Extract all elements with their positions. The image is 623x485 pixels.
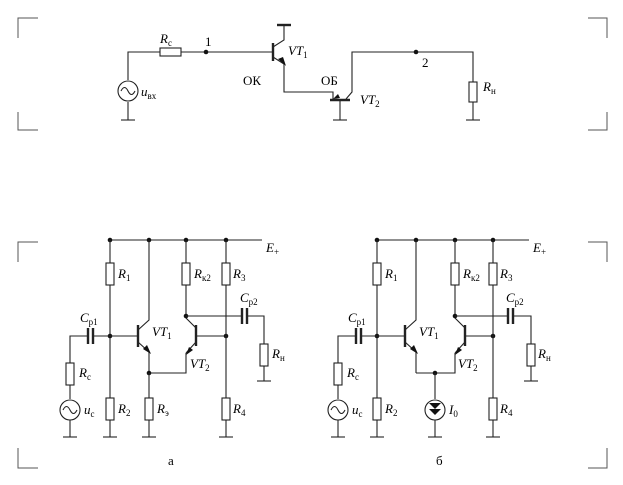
a-rn-resistor <box>259 343 269 367</box>
a-cp2-label: Cp2 <box>240 290 258 307</box>
crop-mark-bottom-right-upper <box>588 112 608 131</box>
b-i0-label: I0 <box>448 402 458 419</box>
a-emitter-bus <box>149 353 187 374</box>
b-caption: б <box>436 453 443 468</box>
a-output-wire-right <box>247 315 265 344</box>
b-cp2-label: Cp2 <box>506 290 524 307</box>
b-current-source-arrow-icon <box>429 403 441 409</box>
a-input-source-sine-icon <box>62 405 78 415</box>
top-vt2-emitter-arrow <box>333 94 340 99</box>
a-r4-label: R4 <box>232 401 246 418</box>
top-rc-label: Rc <box>159 31 172 48</box>
b-cp1-label: Cp1 <box>348 310 366 327</box>
b-output-wire-right <box>513 315 532 344</box>
top-input-wire <box>127 51 160 80</box>
a-cp1-label: Cp1 <box>80 310 98 327</box>
a-vt2-label: VT2 <box>190 356 210 373</box>
a-rc-resistor <box>65 362 75 386</box>
a-r1-resistor <box>105 262 115 286</box>
a-vt2-emitter-arrow <box>186 347 193 355</box>
a-rk2-label: Rк2 <box>193 266 211 283</box>
b-rn-label: Rн <box>537 346 551 363</box>
b-r3-label: R3 <box>499 266 513 283</box>
b-vt1-emitter-arrow <box>410 345 418 354</box>
a-r2-resistor <box>105 397 115 421</box>
a-vt1-emitter-arrow <box>143 345 151 354</box>
top-rn-label: Rн <box>482 79 496 96</box>
top-vt2-collector <box>345 51 474 100</box>
top-input-source-sine-icon <box>120 86 136 96</box>
a-rk2-resistor <box>181 262 191 286</box>
crop-mark-top-left-upper <box>17 17 38 38</box>
a-re-label: Rэ <box>156 401 169 418</box>
a-e-plus-label: E+ <box>265 240 279 257</box>
b-input-source-sine-icon <box>330 405 346 415</box>
b-vt2-collector <box>454 285 466 329</box>
b-vt1-collector <box>404 240 417 331</box>
b-rc-label: Rc <box>346 365 359 382</box>
crop-mark-bottom-right-lower <box>588 448 608 469</box>
a-r3-label: R3 <box>232 266 246 283</box>
circuit-b: E+ R1 R2 R3 R4 Rк2 Rc Rн Cp1 Cp2 VT1 VT2… <box>327 237 551 468</box>
b-vt2-emitter-arrow <box>455 347 462 355</box>
top-uvx-label: uвх <box>141 84 157 101</box>
b-r1-label: R1 <box>384 266 397 283</box>
b-current-source-arrow-icon-2 <box>429 409 441 415</box>
a-caption: а <box>168 453 174 468</box>
a-re-resistor <box>144 397 154 421</box>
top-vt1-collector <box>272 25 285 48</box>
top-vt1-emitter <box>272 56 334 99</box>
crop-mark-top-left-lower <box>17 241 38 262</box>
b-uc-label: uc <box>352 402 363 419</box>
a-r4-resistor <box>221 397 231 421</box>
crop-mark-top-right-upper <box>588 17 608 38</box>
top-node-1-label: 1 <box>205 34 212 49</box>
a-input-wire-left <box>69 335 88 363</box>
circuit-a: E+ R1 R2 R3 R4 Rк2 Rэ Rc Rн Cp1 Cp2 VT1 … <box>59 237 285 468</box>
b-r4-resistor <box>488 397 498 421</box>
crop-mark-bottom-left-upper <box>17 112 38 131</box>
crop-marks <box>17 17 608 469</box>
b-r4-label: R4 <box>499 401 513 418</box>
a-r3-resistor <box>221 262 231 286</box>
top-vt2-label: VT2 <box>360 92 380 109</box>
a-rc-label: Rc <box>78 365 91 382</box>
top-node-2-junction <box>413 49 419 55</box>
crop-mark-top-right-lower <box>588 241 608 262</box>
a-vt1-label: VT1 <box>152 324 172 341</box>
top-node-1-junction <box>203 49 209 55</box>
top-vt1-label: VT1 <box>288 43 308 60</box>
b-r3-resistor <box>488 262 498 286</box>
top-node-2-label: 2 <box>422 55 429 70</box>
b-e-plus-label: E+ <box>532 240 546 257</box>
b-vt1-label: VT1 <box>419 324 439 341</box>
a-uc-label: uc <box>84 402 95 419</box>
b-rk2-label: Rк2 <box>462 266 480 283</box>
top-rn-resistor <box>468 81 478 103</box>
a-r1-label: R1 <box>117 266 130 283</box>
top-ok-label: ОК <box>243 73 261 88</box>
b-r2-label: R2 <box>384 401 397 418</box>
a-vt1-collector <box>137 240 150 331</box>
b-r1-resistor <box>372 262 382 286</box>
b-rk2-resistor <box>450 262 460 286</box>
b-rn-resistor <box>526 343 536 367</box>
b-emitter-bus <box>416 353 456 374</box>
a-r2-label: R2 <box>117 401 130 418</box>
b-r2-resistor <box>372 397 382 421</box>
top-circuit: Rc 1 2 VT1 VT2 ОК ОБ uвх Rн <box>117 23 496 121</box>
top-ob-label: ОБ <box>321 73 338 88</box>
b-rc-resistor <box>333 362 343 386</box>
top-rc-resistor <box>159 47 182 57</box>
a-rn-label: Rн <box>271 346 285 363</box>
b-input-wire-left <box>337 335 356 363</box>
crop-mark-bottom-left-lower <box>17 448 38 469</box>
top-vt1-emitter-arrow <box>278 57 286 66</box>
a-vt2-collector <box>185 285 197 329</box>
b-vt2-label: VT2 <box>458 356 478 373</box>
